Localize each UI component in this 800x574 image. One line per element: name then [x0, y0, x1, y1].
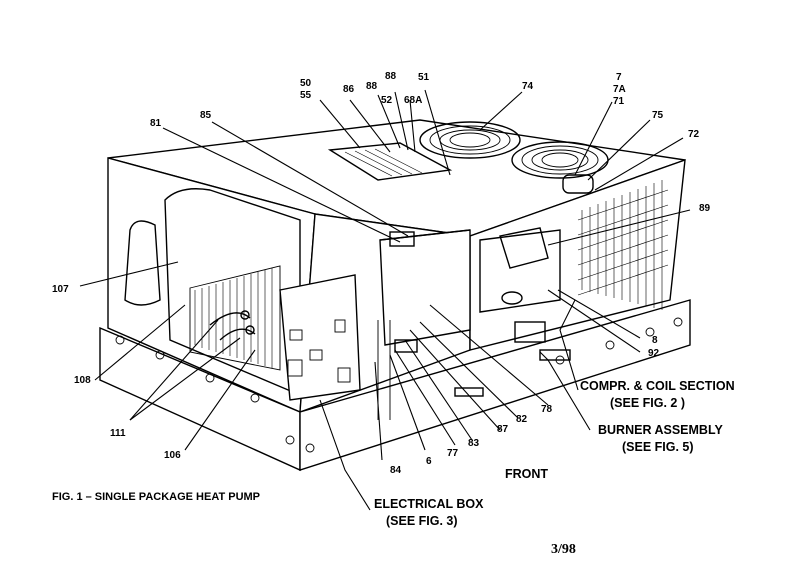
callout-83: 83	[468, 438, 480, 449]
callout-84: 84	[390, 465, 402, 476]
date-code: 3/98	[551, 542, 576, 557]
callout-51: 51	[418, 72, 430, 83]
burner-assembly-label: BURNER ASSEMBLY	[598, 423, 723, 437]
callout-106: 106	[164, 450, 181, 461]
callout-82: 82	[516, 414, 528, 425]
figure-caption: FIG. 1 – SINGLE PACKAGE HEAT PUMP	[52, 491, 260, 503]
indoor-coil	[189, 265, 281, 371]
callout-7: 7	[616, 72, 622, 83]
callout-71: 71	[613, 96, 625, 107]
callout-85: 85	[200, 110, 212, 121]
burner-assembly-ref: (SEE FIG. 5)	[622, 440, 694, 454]
callout-labels: 50 55 86 88 88 52 68A 51 74 7 7A 71 75 7…	[52, 71, 711, 476]
callout-50: 50	[300, 78, 312, 89]
callout-6: 6	[426, 456, 432, 467]
condenser-fan-1	[419, 121, 521, 159]
callout-74: 74	[522, 81, 534, 92]
callout-7a: 7A	[613, 84, 626, 95]
section-labels: COMPR. & COIL SECTION (SEE FIG. 2 ) BURN…	[52, 379, 735, 557]
base-holes	[115, 317, 683, 453]
callout-92: 92	[648, 348, 660, 359]
unit-body	[99, 119, 691, 472]
callout-88b: 88	[366, 81, 378, 92]
callout-72: 72	[688, 129, 700, 140]
callout-86: 86	[343, 84, 355, 95]
compressor-section-ref: (SEE FIG. 2 )	[610, 396, 685, 410]
callout-107: 107	[52, 284, 69, 295]
callout-87: 87	[497, 424, 509, 435]
callout-52: 52	[381, 95, 393, 106]
callout-68a: 68A	[404, 95, 422, 106]
callout-78: 78	[541, 404, 553, 415]
front-label: FRONT	[505, 467, 548, 481]
callout-89: 89	[699, 203, 711, 214]
electrical-box-label: ELECTRICAL BOX	[374, 497, 484, 511]
electrical-box-ref: (SEE FIG. 3)	[386, 514, 458, 528]
callout-108: 108	[74, 375, 91, 386]
callout-75: 75	[652, 110, 664, 121]
leader-lines	[79, 89, 691, 511]
callout-55: 55	[300, 90, 312, 101]
callout-77: 77	[447, 448, 459, 459]
callout-8: 8	[652, 335, 658, 346]
control-board	[279, 274, 361, 401]
callout-111: 111	[110, 428, 126, 439]
callout-81: 81	[150, 118, 162, 129]
callout-88: 88	[385, 71, 397, 82]
condenser-coil	[577, 180, 669, 310]
compressor-section-label: COMPR. & COIL SECTION	[580, 379, 735, 393]
